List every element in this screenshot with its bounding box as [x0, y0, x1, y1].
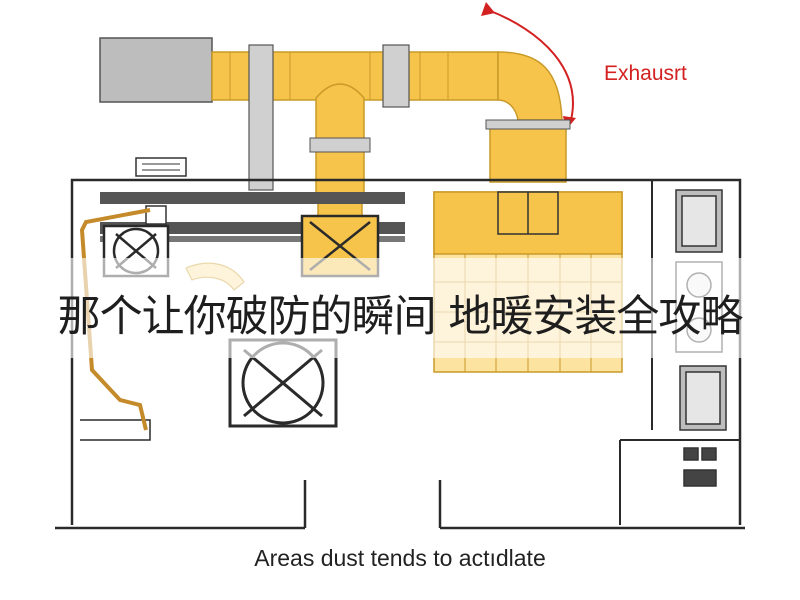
air-handler-unit — [99, 37, 213, 103]
exhaust-label: Exhausrt — [604, 62, 687, 85]
heating-pipe — [79, 208, 151, 431]
overlay-title: 那个让你破防的瞬间 地暖安装全攻略 — [57, 292, 744, 342]
main-duct — [211, 44, 571, 191]
center-duct — [309, 83, 371, 219]
overlay-banner — [0, 258, 800, 358]
control-panel-icon — [135, 157, 187, 225]
diagram-caption: Areas dust tends to actıdlate — [254, 545, 546, 571]
